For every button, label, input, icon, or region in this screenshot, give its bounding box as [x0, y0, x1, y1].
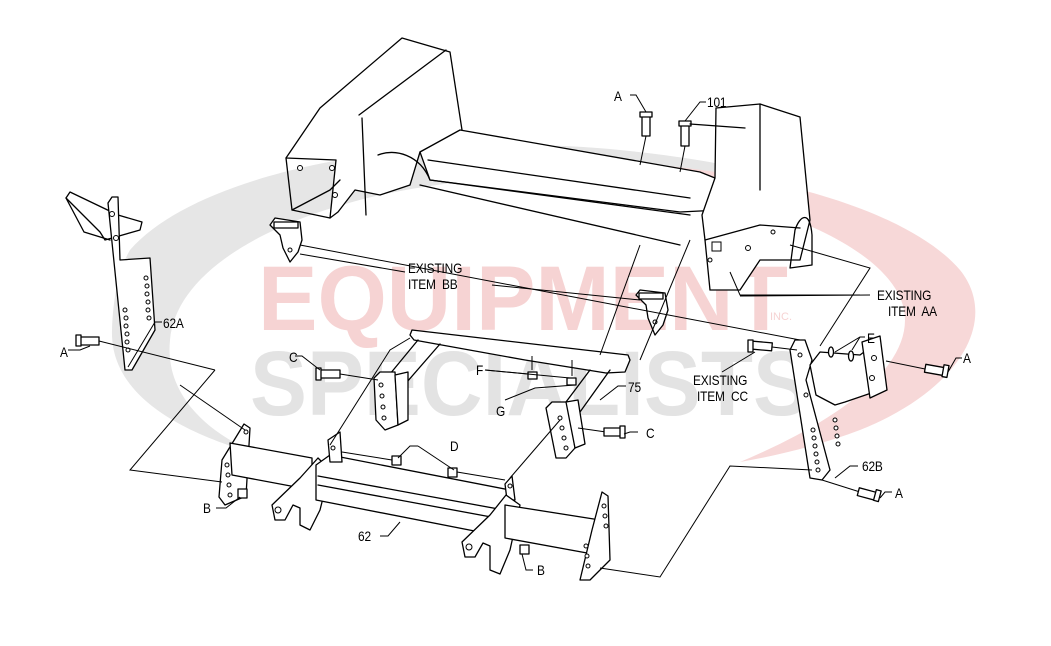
washers-f-nuts-g	[527, 239, 691, 386]
label-a-top: A	[614, 88, 622, 104]
label-b-left: B	[203, 500, 211, 516]
vehicle-frame-existing	[285, 37, 813, 291]
label-62a: 62A	[163, 315, 184, 331]
bolt-a-bottom-right	[821, 479, 882, 503]
label-existing-aa-line1: EXISTING	[877, 287, 932, 303]
label-existing-cc-line2: ITEM CC	[697, 388, 748, 404]
label-a-left: A	[60, 344, 68, 360]
watermark-equipment: EQUIPMENT	[258, 248, 788, 350]
label-d: D	[450, 438, 459, 454]
label-62: 62	[358, 528, 371, 544]
label-c-right: C	[646, 425, 655, 441]
bolt-a-right	[885, 360, 950, 379]
existing-item-bb-left	[269, 217, 303, 263]
label-a-bottom-right: A	[895, 485, 903, 501]
label-existing-aa-line2: ITEM AA	[888, 303, 937, 319]
bolt-a-left	[75, 334, 216, 371]
label-e: E	[867, 330, 875, 346]
label-existing-bb-line1: EXISTING	[408, 260, 463, 276]
bolt-existing-cc	[747, 339, 798, 353]
crossbar-62	[218, 423, 611, 581]
nuts-d	[341, 451, 506, 481]
bracket-62a	[65, 191, 156, 371]
label-75: 75	[628, 379, 641, 395]
bolt-c-left	[315, 367, 379, 381]
label-existing-cc-line1: EXISTING	[693, 372, 748, 388]
existing-item-bb-right	[635, 289, 669, 336]
bolt-a-top	[639, 111, 653, 166]
center-frame-75	[373, 329, 631, 459]
label-b-right: B	[537, 562, 545, 578]
watermark-inc: INC.	[770, 311, 792, 323]
label-c-left: C	[289, 349, 298, 365]
washers-e	[827, 346, 855, 362]
label-f: F	[476, 362, 484, 378]
label-a-right: A	[963, 350, 971, 366]
label-62b: 62B	[862, 458, 883, 474]
bolt-c-right	[577, 425, 626, 439]
label-g: G	[496, 403, 506, 419]
leader-lines	[68, 94, 962, 571]
label-existing-bb-line2: ITEM BB	[408, 276, 458, 292]
label-101: 101	[707, 94, 727, 110]
nuts-b	[237, 488, 530, 555]
